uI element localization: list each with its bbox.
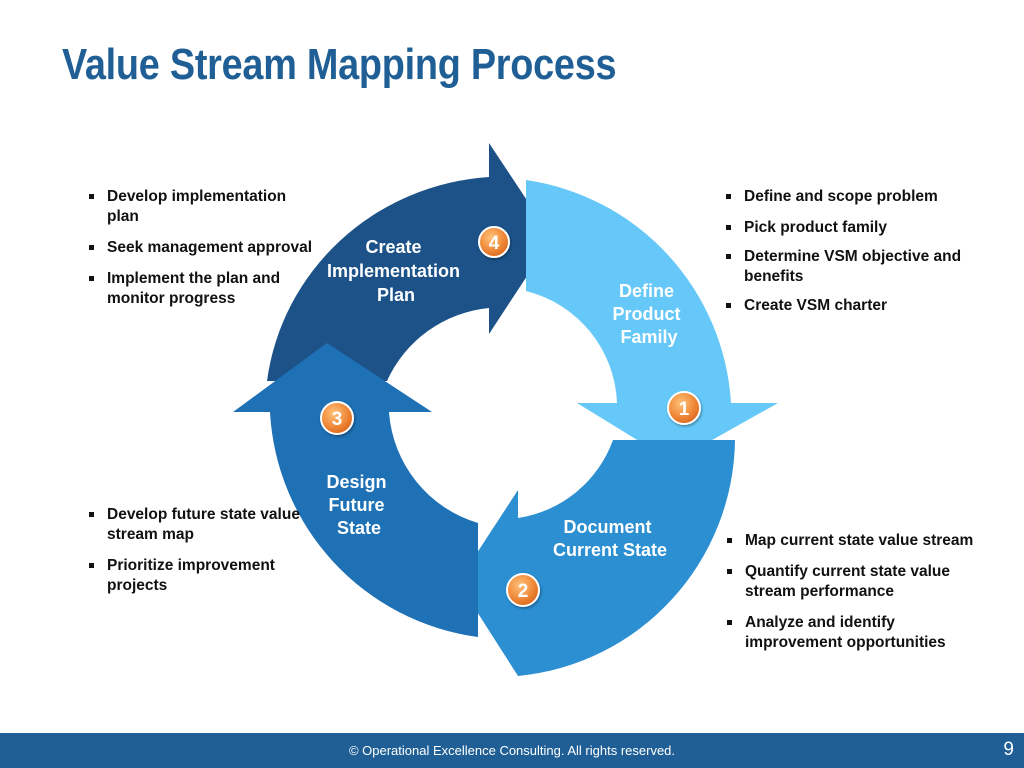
stage-3-label: Design Future State [326, 472, 391, 538]
copyright-text: © Operational Excellence Consulting. All… [348, 743, 676, 758]
stage-1-label: Define Product Family [612, 281, 685, 347]
svg-text:4: 4 [489, 233, 500, 254]
footer-bar: © Operational Excellence Consulting. All… [0, 733, 1024, 768]
stage-2-badge: 2 [506, 573, 540, 607]
stage-1-badge: 1 [667, 391, 701, 425]
svg-text:1: 1 [679, 399, 690, 420]
svg-text:2: 2 [518, 581, 529, 602]
page-title: Value Stream Mapping Process [62, 40, 617, 89]
svg-text:3: 3 [332, 409, 343, 430]
stage-3-badge: 3 [320, 401, 354, 435]
stage-4-bullets: Develop implementation plan Seek managem… [88, 187, 318, 320]
bullet-item: Analyze and identify improvement opportu… [726, 613, 976, 653]
stage-2-arrow [458, 440, 735, 676]
stage-4-arrow [267, 143, 552, 381]
stage-1-arrow [526, 180, 778, 462]
bullet-item: Seek management approval [88, 238, 318, 258]
stage-1-bullets: Define and scope problem Pick product fa… [725, 187, 965, 327]
bullet-item: Pick product family [725, 218, 965, 238]
bullet-item: Develop future state value stream map [88, 505, 318, 545]
page-number: 9 [1003, 739, 1014, 760]
bullet-item: Develop implementation plan [88, 187, 318, 227]
stage-3-arrow [233, 343, 478, 637]
bullet-item: Map current state value stream [726, 531, 976, 551]
stage-2-label: Document Current State [553, 517, 667, 560]
stage-3-bullets: Develop future state value stream map Pr… [88, 505, 318, 607]
bullet-item: Determine VSM objective and benefits [725, 247, 965, 287]
bullet-item: Implement the plan and monitor progress [88, 269, 318, 309]
stage-4-label: Create Implementation Plan [327, 237, 465, 305]
bullet-item: Define and scope problem [725, 187, 965, 207]
bullet-item: Prioritize improvement projects [88, 556, 318, 596]
stage-2-bullets: Map current state value stream Quantify … [726, 531, 976, 664]
cycle-diagram: Create Implementation Plan Define Produc… [233, 143, 778, 676]
bullet-item: Create VSM charter [725, 296, 965, 316]
bullet-item: Quantify current state value stream perf… [726, 562, 976, 602]
stage-4-badge: 4 [478, 226, 510, 258]
